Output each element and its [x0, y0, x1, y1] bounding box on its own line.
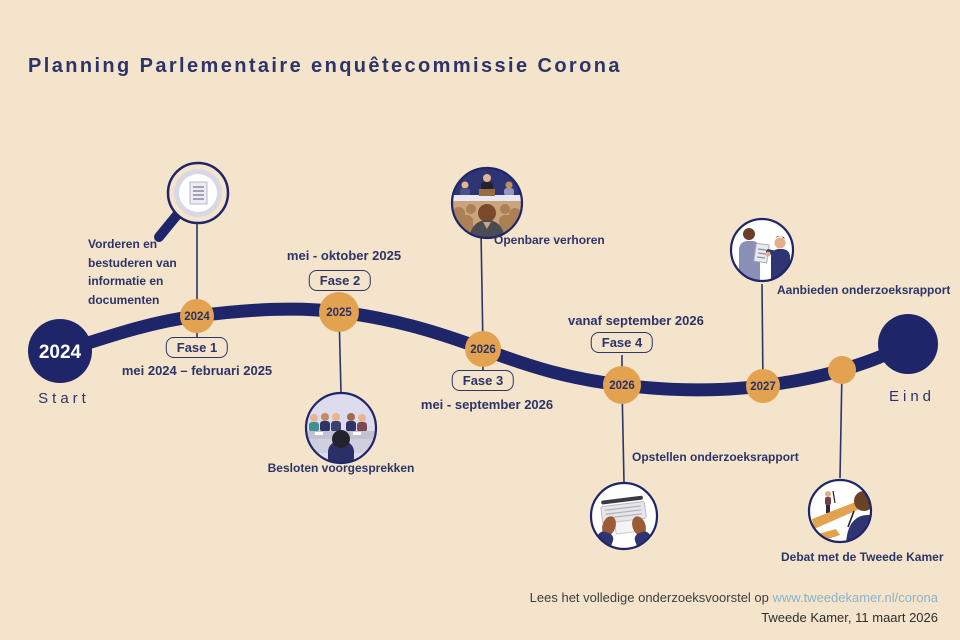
public-hearing-illustration: [450, 166, 524, 240]
fase-4-badge: Fase 4: [590, 332, 654, 353]
fase-3-period: mei - september 2026: [420, 397, 554, 412]
panel-people: [309, 413, 367, 432]
milestone-dot-2026-b: 2026: [603, 366, 641, 404]
activity-label-hearings: Openbare verhoren: [494, 233, 605, 247]
end-node: [878, 314, 938, 374]
start-year: 2024: [39, 342, 82, 363]
fase-4-period: vanaf september 2026: [568, 313, 704, 328]
activity-label-interviews: Besloten voorgesprekken: [267, 461, 415, 475]
milestone-dot-2026-a: 2026: [465, 331, 501, 367]
milestone-year: 2026: [470, 344, 496, 356]
milestone-year: 2024: [184, 311, 210, 323]
fase-2-badge: Fase 2: [308, 270, 372, 291]
magnifier-document-illustration: [154, 161, 230, 242]
footer: Lees het volledige onderzoeksvoorstel op…: [530, 588, 938, 627]
footer-credit: Tweede Kamer, 11 maart 2026: [761, 609, 938, 625]
speaker-figure: [825, 490, 836, 513]
fase-1-badge: Fase 1: [165, 337, 229, 358]
activity-label-documents: Vorderen en bestuderen van informatie en…: [88, 237, 177, 307]
presenter-person: [739, 228, 770, 280]
milestone-dot-2024: 2024: [180, 299, 214, 333]
end-label: Eind: [888, 388, 936, 405]
footer-link[interactable]: www.tweedekamer.nl/corona: [772, 590, 938, 605]
milestone-dot-blank: [828, 356, 856, 384]
debate-illustration: [807, 478, 873, 544]
milestone-dot-2025: 2025: [319, 292, 359, 332]
footer-text: Lees het volledige onderzoeksvoorstel op: [529, 590, 769, 605]
start-node: 2024: [28, 319, 92, 383]
page-title: Planning Parlementaire enquêtecommissie …: [28, 55, 622, 77]
magnifier-handle: [154, 210, 182, 242]
start-label: Start: [38, 390, 90, 407]
milestone-year: 2026: [609, 380, 635, 392]
writing-report-illustration: [589, 481, 659, 551]
rostrum-desk: [812, 501, 862, 529]
fase-3-badge: Fase 3: [451, 370, 515, 391]
document-icon: [189, 181, 208, 205]
milestone-year: 2027: [750, 381, 776, 393]
milestone-dot-2027: 2027: [746, 369, 780, 403]
presenting-report-illustration: [729, 217, 795, 283]
fase-1-period: mei 2024 – februari 2025: [121, 363, 273, 378]
fase-2-period: mei - oktober 2025: [286, 248, 402, 263]
activity-label-debate: Debat met de Tweede Kamer: [781, 550, 944, 564]
activity-label-report-writing: Opstellen onderzoeksrapport: [632, 450, 799, 464]
activity-label-report-presenting: Aanbieden onderzoeksrapport: [777, 283, 951, 297]
closed-interviews-illustration: [304, 391, 378, 465]
committee-panel: [453, 174, 521, 201]
milestone-year: 2025: [326, 307, 352, 319]
